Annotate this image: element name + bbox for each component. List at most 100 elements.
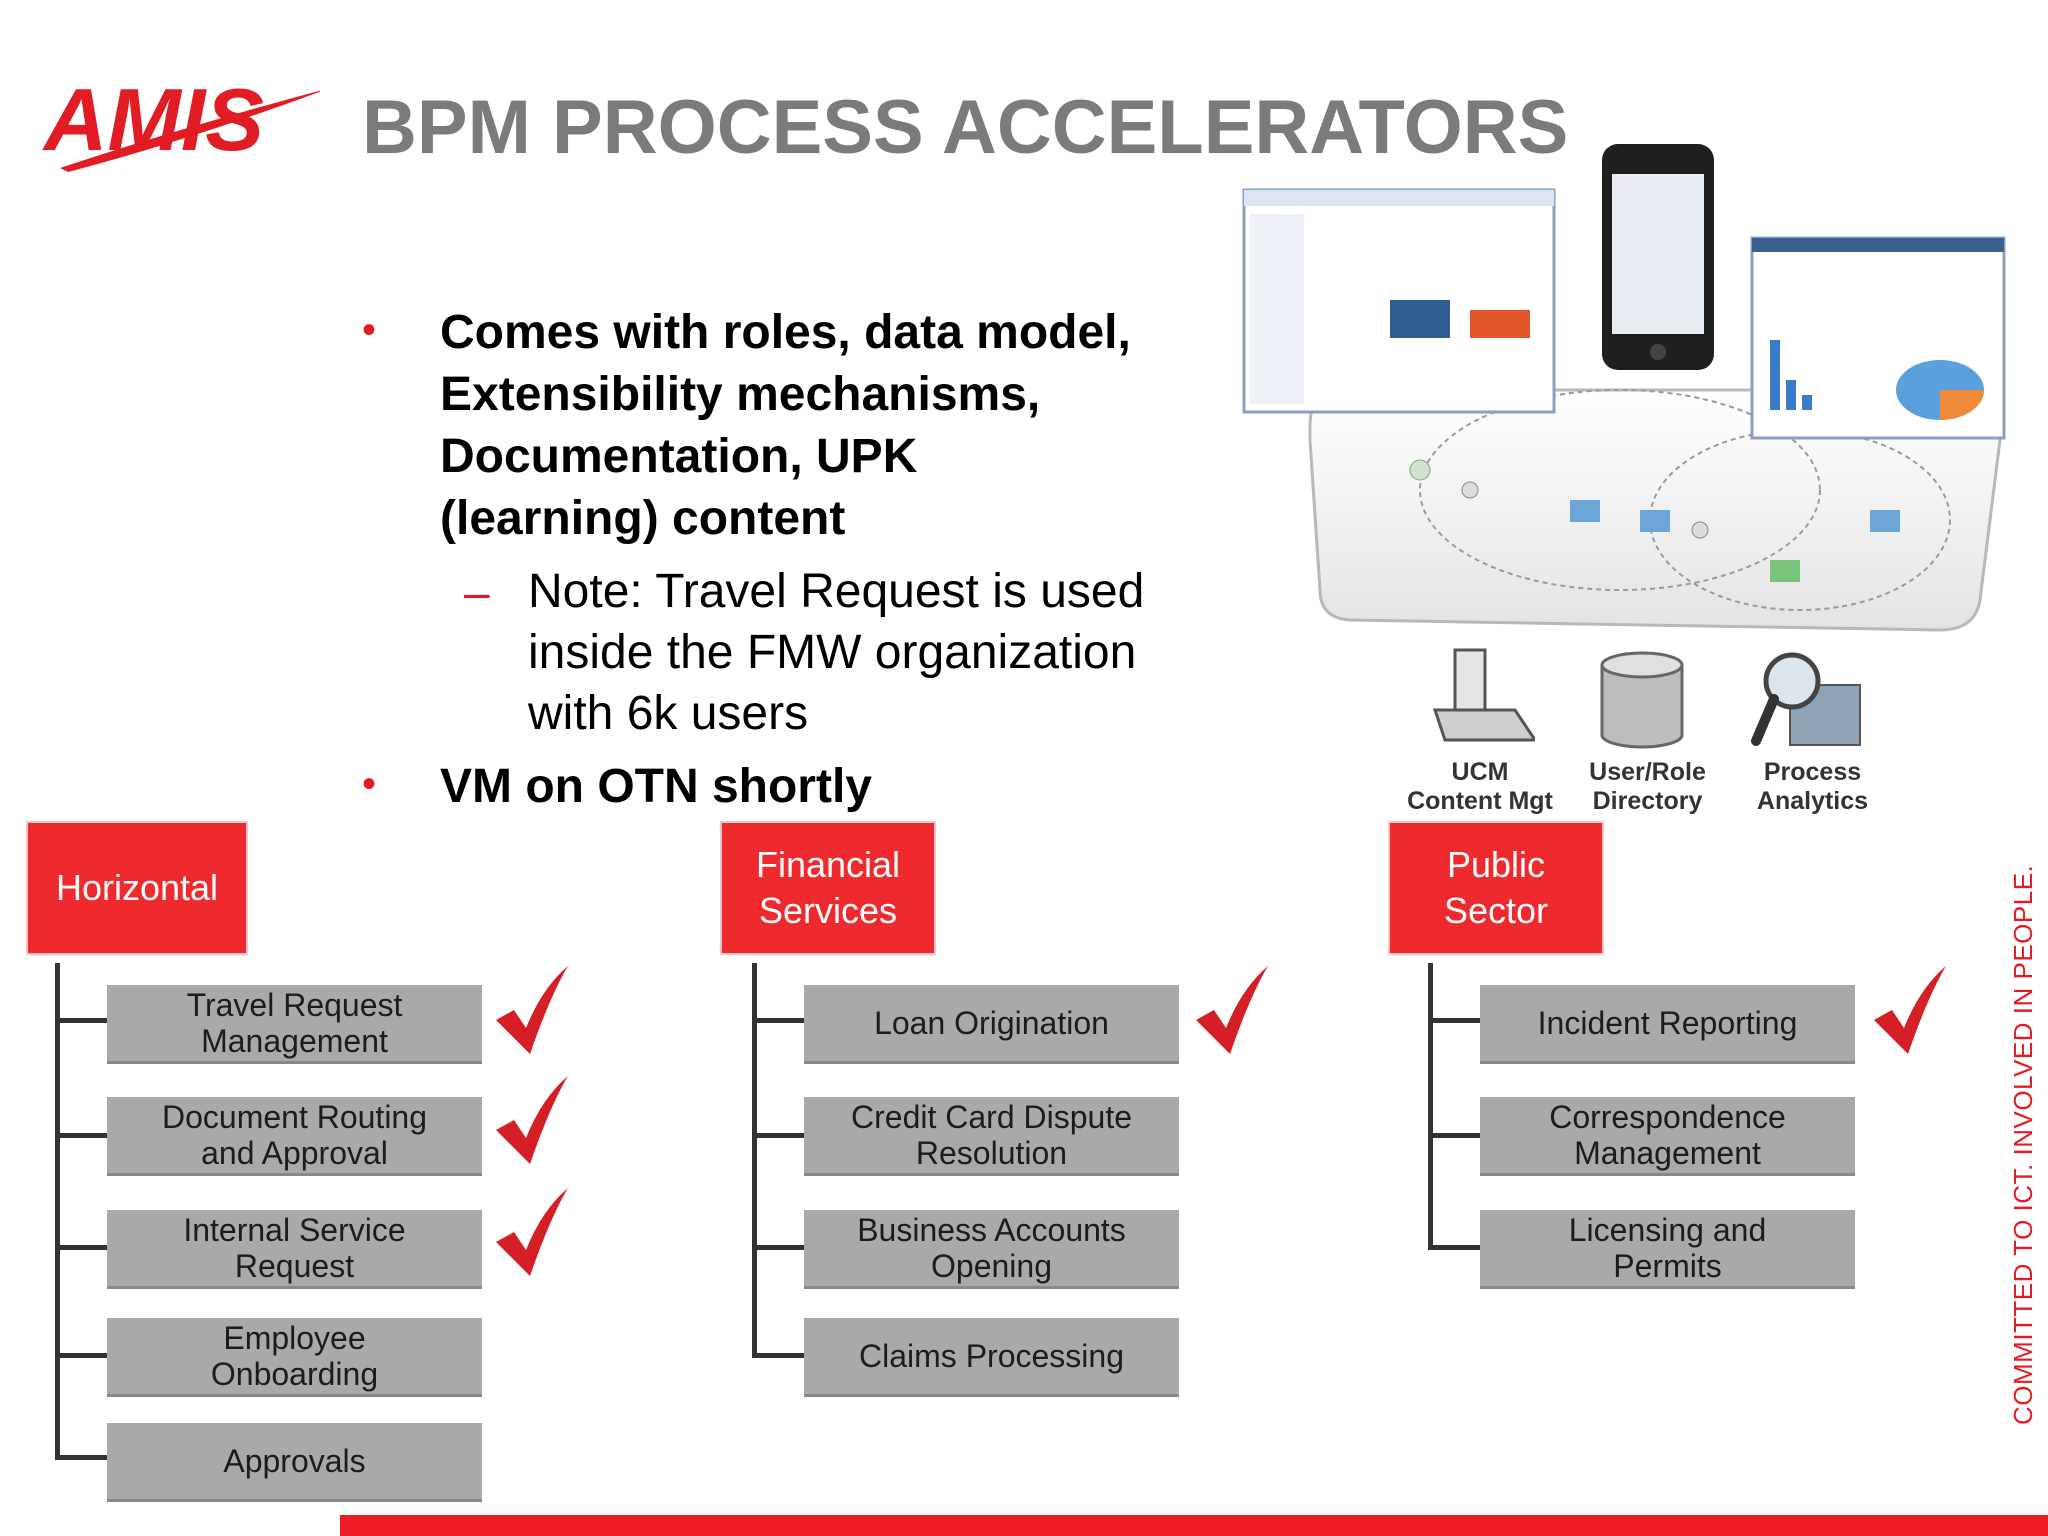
bottom-accent-bar <box>340 1515 2048 1536</box>
tree-line <box>55 963 60 1458</box>
process-item-claims-processing: Claims Processing <box>804 1318 1179 1397</box>
mobile-phone-screen <box>1612 174 1704 334</box>
ucm-icon-label-line: Content Mgt <box>1407 787 1553 815</box>
vertical-tagline: COMMITTED TO ICT. INVOLVED IN PEOPLE. <box>2008 864 2038 1425</box>
analytics-icon-label-line: Analytics <box>1756 787 1869 815</box>
item-line: Claims Processing <box>859 1338 1124 1374</box>
bullet-2: VM on OTN shortly <box>440 756 872 818</box>
item-line: Onboarding <box>210 1356 379 1392</box>
ucm-laptop-icon <box>1432 648 1535 742</box>
process-item-loan-origination: Loan Origination <box>804 985 1179 1064</box>
process-node <box>1770 560 1800 582</box>
bullet-1-line: Extensibility mechanisms, <box>440 368 1041 421</box>
item-line: Incident Reporting <box>1537 1005 1798 1041</box>
item-line: Internal Service <box>183 1212 406 1248</box>
tree-branch <box>752 1353 804 1358</box>
chart-bar-thumbnail <box>1390 300 1450 338</box>
checkmark-icon <box>496 966 568 1054</box>
process-item-approvals: Approvals <box>107 1423 482 1502</box>
sub-bullet-line: Note: Travel Request is used <box>528 565 1145 618</box>
checkmark-icon <box>496 1188 568 1276</box>
category-label: Services <box>758 890 898 931</box>
sub-bullet-line: inside the FMW organization <box>528 626 1137 679</box>
process-node <box>1691 521 1709 539</box>
bullet-marker: • <box>362 762 377 806</box>
sub-bullet: Note: Travel Request is used inside the … <box>528 561 1144 744</box>
directory-icon-label-line: User/Role <box>1589 758 1706 786</box>
magnifier-analytics-icon <box>1751 652 1861 746</box>
product-screenshot-collage <box>1242 144 2006 632</box>
item-line: Correspondence <box>1549 1099 1786 1135</box>
item-line: Licensing and <box>1568 1212 1767 1248</box>
page-title: BPM PROCESS ACCELERATORS <box>362 85 1569 170</box>
bullet-marker: • <box>362 308 377 352</box>
item-line: Management <box>1574 1135 1761 1171</box>
item-line: Permits <box>1613 1248 1722 1284</box>
item-line: Management <box>201 1023 388 1059</box>
category-label: Financial <box>755 844 901 885</box>
tree-branch <box>55 1133 107 1138</box>
tree-branch <box>1428 1018 1480 1023</box>
directory-icon-label-line: Directory <box>1592 787 1703 815</box>
process-node <box>1409 459 1431 481</box>
database-icon <box>1600 651 1684 749</box>
item-line: Opening <box>931 1248 1052 1284</box>
checkmark-icon <box>1874 966 1946 1054</box>
analytics-screenshot-header <box>1752 238 2004 252</box>
process-node <box>1640 510 1670 532</box>
sub-bullet-line: with 6k users <box>528 687 809 740</box>
tree-branch <box>752 1133 804 1138</box>
bullet-1-line: Comes with roles, data model, <box>440 306 1131 359</box>
chart-bar-thumbnail <box>1786 380 1796 410</box>
sub-bullet-marker: – <box>464 566 490 618</box>
logo-text: AMIS <box>42 70 264 169</box>
bullet-1-line: (learning) content <box>440 492 846 545</box>
category-label: Sector <box>1443 890 1549 931</box>
category-horizontal: Horizontal <box>28 823 246 953</box>
category-label: Public <box>1446 844 1546 885</box>
process-node <box>1870 510 1900 532</box>
process-item-incident-reporting: Incident Reporting <box>1480 985 1855 1064</box>
amis-logo: AMIS <box>42 70 320 172</box>
process-node <box>1461 481 1479 499</box>
process-flow-path <box>1419 389 1821 591</box>
checkmark-icon <box>496 1076 568 1164</box>
workspace-screenshot-sidebar <box>1250 214 1304 404</box>
tree-branch <box>1428 1133 1480 1138</box>
analytics-icon-label: Process Analytics <box>1730 758 1895 816</box>
analytics-icon-label-line: Process <box>1763 758 1862 786</box>
tree-branch <box>55 1018 107 1023</box>
item-line: Business Accounts <box>857 1212 1126 1248</box>
chart-bar-thumbnail <box>1770 340 1780 410</box>
process-node <box>1570 500 1600 522</box>
pie-slice-thumbnail <box>1940 390 1984 420</box>
tree-line <box>752 963 757 1358</box>
item-line: Credit Card Dispute <box>851 1099 1132 1135</box>
chart-bar-thumbnail <box>1802 395 1812 410</box>
item-line: Employee <box>223 1320 366 1356</box>
chart-bar-thumbnail <box>1470 310 1530 338</box>
directory-icon-label: User/Role Directory <box>1565 758 1730 816</box>
ucm-icon-label-line: UCM <box>1451 758 1509 786</box>
checkmark-icon <box>1196 966 1268 1054</box>
item-line: Loan Origination <box>874 1005 1109 1041</box>
tree-branch <box>752 1245 804 1250</box>
bullet-1: Comes with roles, data model, Extensibil… <box>440 302 1131 550</box>
category-label: Horizontal <box>55 867 219 908</box>
tree-branch <box>752 1018 804 1023</box>
tree-branch <box>1428 1245 1480 1250</box>
tree-branch <box>55 1455 107 1460</box>
tree-branch <box>55 1245 107 1250</box>
ucm-icon-label: UCM Content Mgt <box>1395 758 1565 816</box>
item-line: Approvals <box>223 1443 366 1479</box>
phone-home-button <box>1650 344 1666 360</box>
bullet-2-line: VM on OTN shortly <box>440 760 872 813</box>
